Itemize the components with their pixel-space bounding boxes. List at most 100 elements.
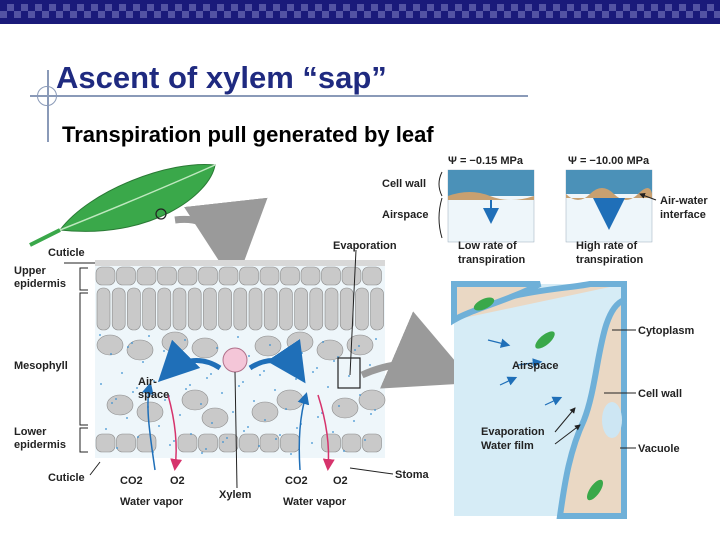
vapor-dot [248,355,250,357]
vapor-dot [343,450,345,452]
vapor-dot [296,427,298,429]
vapor-dot [169,444,171,446]
epidermis-cell [259,266,280,286]
spongy-cell [106,394,134,416]
transpiration-rate-inset: Ψ = −0.15 MPa Ψ = −10.00 MPa [438,155,657,243]
palisade-cell [248,287,263,331]
vapor-dot [306,397,308,399]
vapor-dot [184,339,186,341]
label-water-film: Water film [481,440,534,452]
vapor-dot [364,439,366,441]
o2-arrow-left [167,394,183,471]
title-rule [30,95,528,97]
vapor-dot [242,381,244,383]
zoom-arrow-leaf [174,197,268,286]
vapor-dot [201,452,203,454]
epidermis-cell [157,266,177,286]
epidermis-cell [321,433,341,453]
label-cuticle-bottom: Cuticle [48,472,85,484]
vapor-dot [153,380,155,382]
vapor-dot [137,436,139,438]
vapor-dot [111,402,113,404]
palisade-cell [111,287,126,331]
crosshair-ornament [37,86,57,106]
zoom-box [337,357,361,389]
epidermis-cell [280,266,300,286]
palisade-cell [324,287,339,331]
zoom-arrow-inset [360,311,474,389]
epidermis-cell [239,266,259,286]
palisade-cell [203,287,217,331]
vapor-dot [206,377,208,379]
vapor-dot [237,336,239,338]
epidermis-cell [341,433,362,453]
vapor-dot [312,371,314,373]
co2-arrow-right [297,392,310,471]
spongy-cell [254,335,282,357]
vapor-dot [221,392,223,394]
label-stoma: Stoma [395,469,430,481]
top-banner [0,0,720,24]
vapor-dot [279,434,281,436]
label-high-rate-b: transpiration [576,254,644,266]
palisade-cell [187,287,202,331]
vapor-dot [185,388,187,390]
spongy-cell [316,339,344,361]
vapor-dot [163,350,165,352]
vapor-dot [275,438,277,440]
vapor-dot [259,374,261,376]
label-xylem: Xylem [219,489,252,501]
epidermis-cell [218,266,239,286]
vapor-dot [99,334,101,336]
vapor-dot [136,387,138,389]
vapor-dot [369,364,371,366]
palisade-cell [279,287,293,331]
vapor-dot [216,347,218,349]
epidermis-cell [116,266,136,286]
vapor-dot [200,403,202,405]
vapor-dot [253,400,255,402]
epidermis-cell [321,266,341,286]
spongy-cell [276,389,304,411]
vapor-dot [110,353,112,355]
vapor-dot [327,386,329,388]
label-water-vapor-left: Water vapor [120,496,184,508]
label-o2-left: O2 [170,475,185,487]
label-o2-right: O2 [333,475,348,487]
vapor-dot [269,344,271,346]
banner-pattern [0,4,720,18]
vapor-dot [126,417,128,419]
epidermis-cell [341,266,362,286]
palisade-cell [370,287,384,331]
vapor-dot [333,360,335,362]
label-cell-wall-top: Cell wall [382,178,426,190]
vapor-dot [247,426,249,428]
vapor-dot [301,352,303,354]
vapor-dot [375,338,377,340]
vapor-dot [311,442,313,444]
evaporation-pointer [349,249,357,376]
label-airspace-top: Airspace [382,209,428,221]
vapor-dot [121,372,123,374]
vapor-dot [179,414,181,416]
label-airspace-inset: Airspace [512,360,558,372]
epidermis-cell [116,433,136,453]
leaf-illustration [29,163,216,247]
o2-arrow-right [317,394,335,471]
spongy-cell [161,331,189,353]
label-psi-high: Ψ = −10.00 MPa [568,155,650,167]
epidermis-cell [239,433,259,453]
epidermis-cell [362,266,382,286]
label-co2-right: CO2 [285,475,308,487]
vapor-dot [374,409,376,411]
spongy-cell [251,401,279,423]
label-co2-left: CO2 [120,475,143,487]
label-air-water-interface-b: interface [660,209,706,221]
epidermis-cell [95,433,116,453]
palisade-cell [263,287,278,331]
vapor-dot [348,375,350,377]
co2-arrow-left [142,382,156,471]
